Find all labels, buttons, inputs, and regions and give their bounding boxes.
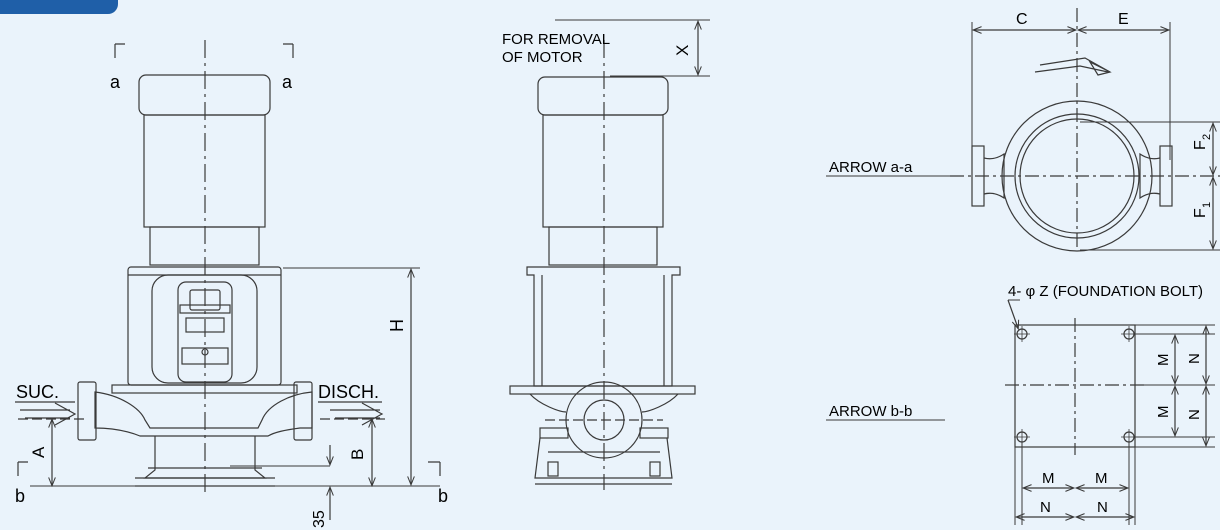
side-view [509, 19, 710, 490]
dim-c-label: C [1016, 11, 1028, 28]
dim-m-vertical-upper: M [1155, 354, 1172, 367]
section-a-right-label: a [282, 72, 293, 92]
dim-m-horizontal-left: M [1042, 470, 1055, 487]
section-b-right-label: b [438, 486, 448, 506]
dim-n-vertical-upper: N [1186, 353, 1203, 364]
header-tab [0, 0, 118, 14]
arrow-bb-view [826, 299, 1215, 525]
arrow-aa-view [826, 8, 1220, 252]
dim-n-vertical-lower: N [1186, 409, 1203, 420]
section-a-left-label: a [110, 72, 121, 92]
dim-m-horizontal-right: M [1095, 470, 1108, 487]
discharge-label: DISCH. [318, 382, 379, 402]
section-b-left-label: b [15, 486, 25, 506]
dim-n-horizontal-left: N [1040, 499, 1051, 516]
front-view [15, 40, 441, 520]
dim-h-label: H [387, 319, 407, 332]
dim-e-label: E [1118, 11, 1129, 28]
dim-f1-subscript: 1 [1201, 202, 1213, 208]
arrow-aa-label: ARROW a-a [829, 159, 913, 176]
dim-f1-label: F [1192, 208, 1209, 218]
dim-n-horizontal-right: N [1097, 499, 1108, 516]
removal-label-line1: FOR REMOVAL [502, 31, 610, 48]
dim-a-label: A [29, 446, 48, 458]
dim-f2-subscript: 2 [1201, 134, 1213, 140]
suction-label: SUC. [16, 382, 59, 402]
foundation-bolt-note: 4- φ Z (FOUNDATION BOLT) [1008, 283, 1203, 300]
dim-x-label: X [673, 45, 692, 56]
dim-m-vertical-lower: M [1155, 406, 1172, 419]
dim-f2-label: F [1192, 140, 1209, 150]
dim-b-label: B [348, 449, 367, 460]
arrow-bb-label: ARROW b-b [829, 403, 912, 420]
removal-label-line2: OF MOTOR [502, 49, 583, 66]
dim-35-label: 35 [311, 510, 328, 528]
